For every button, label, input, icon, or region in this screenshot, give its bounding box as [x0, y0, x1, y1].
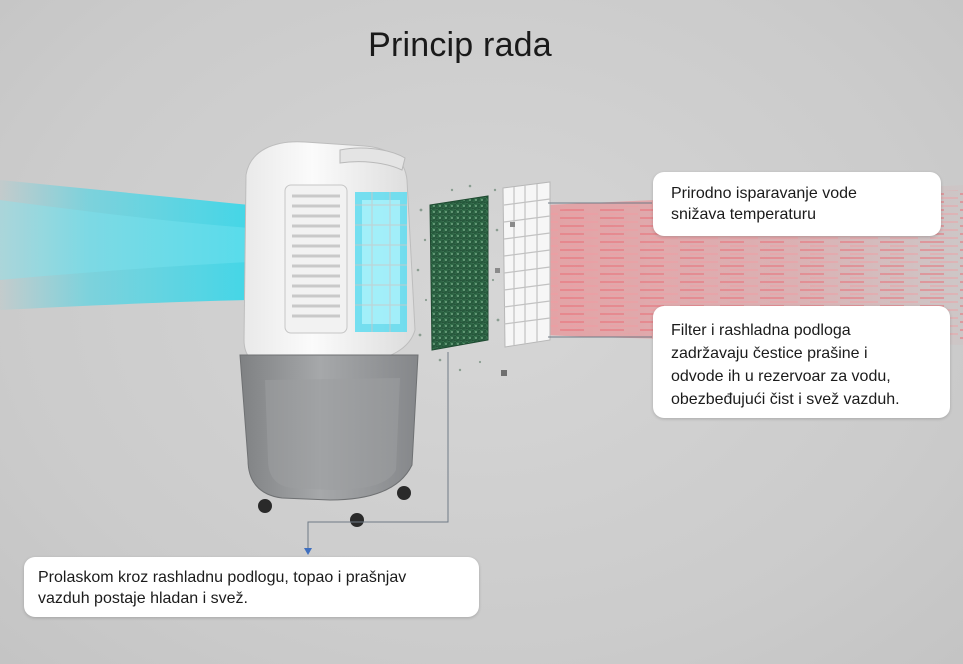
- callout-filter: Filter i rashladna podloga zadržavaju če…: [653, 306, 950, 418]
- callout-line: Filter i rashladna podloga: [671, 322, 851, 339]
- callout-evaporation: Prirodno isparavanje vode snižava temper…: [653, 172, 941, 236]
- callout-line: snižava temperaturu: [671, 206, 816, 223]
- wheel-icon: [258, 499, 272, 513]
- callout-line: zadržavaju čestice prašine i: [671, 345, 868, 362]
- air-cooler-icon: [239, 141, 419, 527]
- wheel-icon: [350, 513, 364, 527]
- callout-line: odvode ih u rezervoar za vodu,: [671, 368, 891, 385]
- wheel-icon: [397, 486, 411, 500]
- callout-line: vazduh postaje hladan i svež.: [38, 590, 248, 607]
- page-title: Princip rada: [368, 26, 552, 64]
- cooling-pad-icon: [416, 184, 500, 372]
- callout-line: Prirodno isparavanje vode: [671, 185, 857, 202]
- arrow-head-icon: [304, 548, 312, 555]
- cool-air-stream-icon: [0, 180, 250, 310]
- callout-line: obezbeđujući čist i svež vazduh.: [671, 391, 900, 408]
- leader-lines: [307, 202, 652, 552]
- callout-cooling-pad: Prolaskom kroz rashladnu podlogu, topao …: [24, 557, 479, 617]
- callout-line: Prolaskom kroz rashladnu podlogu, topao …: [38, 569, 407, 586]
- filter-grille-icon: [495, 181, 551, 376]
